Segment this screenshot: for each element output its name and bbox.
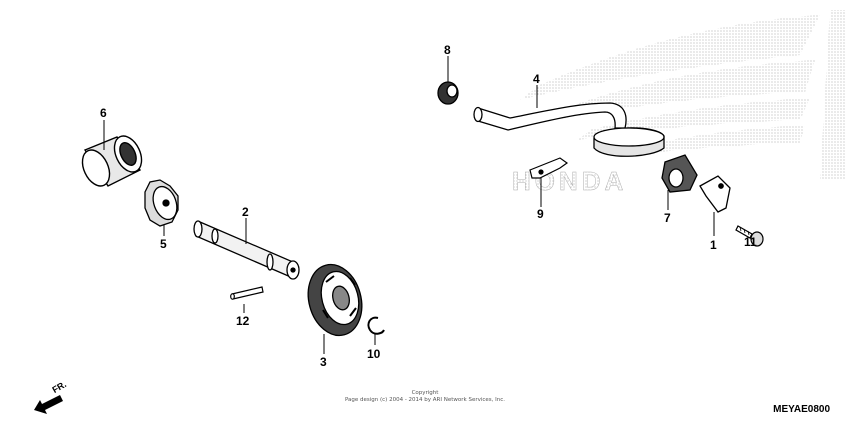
honda-wing-logo [520, 10, 845, 180]
flange-bolt [735, 225, 764, 247]
oil-strainer-pipe [473, 102, 665, 157]
pump-sprocket [307, 263, 363, 337]
retaining-plate [699, 175, 731, 213]
circlip [367, 316, 385, 335]
pump-housing [81, 135, 143, 187]
grommet [437, 81, 459, 105]
front-direction-arrow-icon [34, 395, 63, 414]
callout-11: 11 [744, 235, 757, 249]
callout-6: 6 [100, 106, 107, 120]
callout-12: 12 [236, 314, 250, 328]
diagram-code: MEYAE0800 [773, 404, 830, 415]
inner-rotor [144, 179, 179, 227]
copyright-line-2: Page design (c) 2004 - 2014 by ARI Netwo… [344, 397, 506, 403]
honda-watermark-text: HONDA [512, 166, 627, 196]
copyright-line-1: Copyright [411, 390, 439, 396]
callout-4: 4 [533, 72, 540, 86]
rubber-mount [661, 154, 698, 193]
callout-9: 9 [537, 207, 544, 221]
callout-1: 1 [710, 238, 717, 252]
leader-lines [103, 56, 752, 354]
callout-3: 3 [320, 355, 327, 369]
pump-shaft [193, 220, 300, 280]
callout-7: 7 [664, 211, 671, 225]
callout-5: 5 [160, 237, 167, 251]
dowel-pin [230, 286, 264, 300]
callout-8: 8 [444, 43, 451, 57]
callout-10: 10 [367, 347, 381, 361]
clip-bracket [529, 157, 569, 179]
callout-2: 2 [242, 205, 249, 219]
